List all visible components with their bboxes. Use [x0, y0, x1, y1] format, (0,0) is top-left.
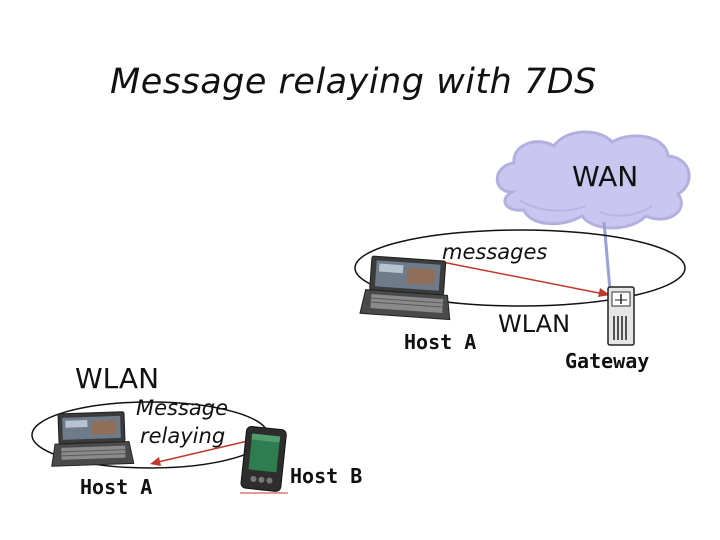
wlan-left-label: WLAN	[75, 362, 160, 395]
laptop-icon	[51, 411, 135, 467]
relaying-arrow	[150, 439, 253, 466]
wlan-right-label: WLAN	[498, 310, 571, 338]
messages-arrow	[441, 261, 610, 297]
relaying-label: relaying	[140, 424, 226, 448]
wan-cloud-icon	[495, 130, 691, 230]
message-label: Message	[136, 396, 229, 420]
slide-title: Message relaying with 7DS	[110, 62, 597, 102]
host-a-right-label: Host A	[404, 330, 477, 354]
wan-gateway-link	[602, 221, 612, 291]
gateway-tower-icon	[607, 286, 635, 346]
pda-icon	[240, 425, 287, 492]
laptop-icon	[359, 255, 451, 321]
right-wlan-ellipse	[354, 229, 686, 307]
host-a-left-label: Host A	[80, 475, 153, 499]
host-b-label: Host B	[290, 464, 363, 488]
gateway-label: Gateway	[565, 349, 650, 373]
messages-label: messages	[442, 240, 548, 264]
wan-label: WAN	[572, 160, 639, 193]
